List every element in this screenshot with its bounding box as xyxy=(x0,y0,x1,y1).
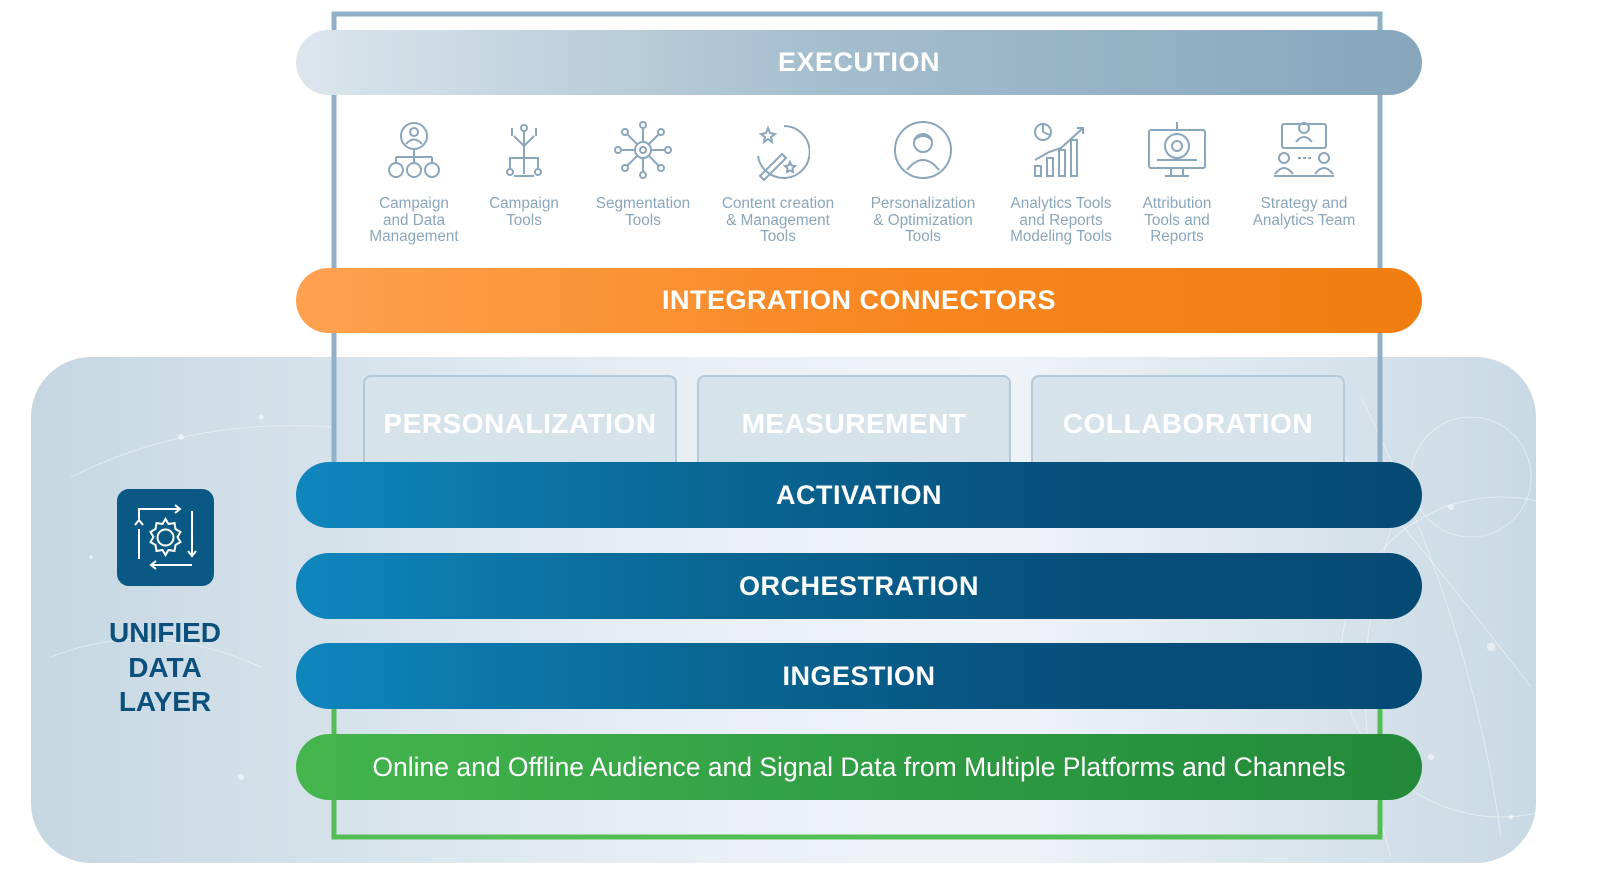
tab-personalization: PERSONALIZATION xyxy=(363,375,677,462)
tool-label: Campaign and Data Management xyxy=(369,195,459,245)
tool-label: Personalization & Optimization Tools xyxy=(870,195,976,245)
unified-data-layer-title: UNIFIED DATA LAYER xyxy=(109,617,221,717)
tab-measurement: MEASUREMENT xyxy=(697,375,1011,462)
orchestration-title: ORCHESTRATION xyxy=(739,570,979,601)
data-sources-text: Online and Offline Audience and Signal D… xyxy=(372,751,1346,782)
tool-label: Analytics Tools and Reports Modeling Too… xyxy=(1010,195,1112,245)
activation-title: ACTIVATION xyxy=(776,479,942,510)
network-hub-icon xyxy=(614,121,672,179)
execution-flow-frame xyxy=(331,11,1383,488)
magic-wand-icon xyxy=(757,125,810,182)
tool-segmentation-tools: Segmentation Tools xyxy=(578,118,708,229)
tab-collaboration: COLLABORATION xyxy=(1031,375,1345,462)
tool-label: Segmentation Tools xyxy=(595,195,691,229)
ingestion-title: INGESTION xyxy=(782,660,936,691)
tool-personalization-optimization: Personalization & Optimization Tools xyxy=(858,118,988,246)
tool-analytics-reports: Analytics Tools and Reports Modeling Too… xyxy=(996,118,1126,246)
tool-label: Attribution Tools and Reports xyxy=(1142,195,1212,245)
tool-content-creation: Content creation & Management Tools xyxy=(713,118,843,246)
tool-label: Campaign Tools xyxy=(489,195,559,229)
data-sources-bar: Online and Offline Audience and Signal D… xyxy=(296,734,1422,800)
ingestion-bar: INGESTION xyxy=(296,643,1422,709)
tool-campaign-data-management: Campaign and Data Management xyxy=(349,118,479,246)
circuit-tree-icon xyxy=(506,124,542,177)
tool-campaign-tools: Campaign Tools xyxy=(459,118,589,229)
tool-label: Strategy and Analytics Team xyxy=(1252,195,1356,229)
execution-title: EXECUTION xyxy=(777,47,941,77)
growth-chart-icon xyxy=(1034,123,1084,177)
gear-cycle-icon xyxy=(134,504,197,570)
tool-label: Content creation & Management Tools xyxy=(721,195,835,245)
orchestration-bar: ORCHESTRATION xyxy=(296,553,1422,619)
integration-connectors-bar: INTEGRATION CONNECTORS xyxy=(296,268,1422,333)
integration-title: INTEGRATION CONNECTORS xyxy=(661,285,1056,315)
tool-strategy-team: Strategy and Analytics Team xyxy=(1239,118,1369,229)
activation-bar: ACTIVATION xyxy=(296,462,1422,528)
person-cycle-icon xyxy=(894,121,952,179)
unified-data-layer-badge xyxy=(117,489,214,586)
org-chart-icon xyxy=(388,122,440,178)
team-icon xyxy=(1274,122,1334,177)
monitor-target-icon xyxy=(1148,122,1206,177)
tool-attribution: Attribution Tools and Reports xyxy=(1112,118,1242,246)
execution-bar: EXECUTION xyxy=(296,30,1422,95)
